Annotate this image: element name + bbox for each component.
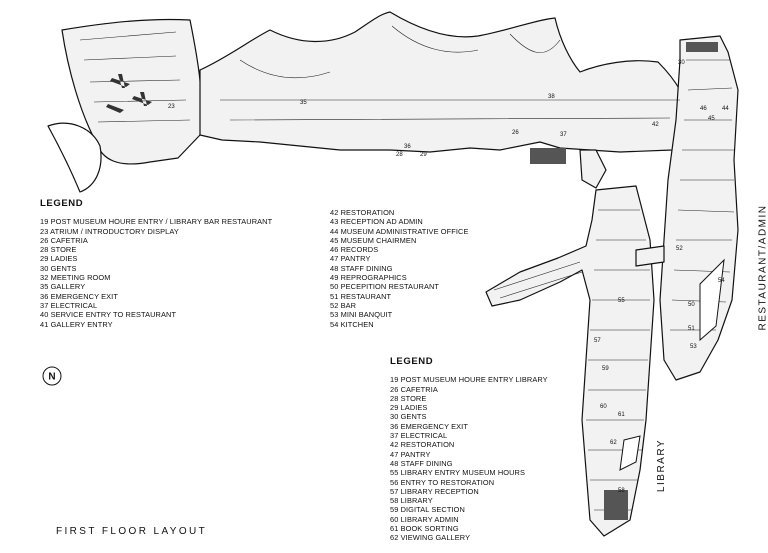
legend-item: 51 RESTAURANT	[330, 291, 392, 301]
room-label: 59	[602, 366, 609, 372]
room-label: 58	[618, 488, 625, 494]
legend-item: 42 RESTORATION	[390, 440, 455, 450]
room-label: 26	[512, 130, 519, 136]
legend-item: 23 ATRIUM / INTRODUCTORY DISPLAY	[40, 226, 179, 236]
legend-item: 62 VIEWING GALLERY	[390, 533, 471, 543]
room-label: 23	[168, 104, 175, 110]
legend-item: 40 SERVICE ENTRY TO RESTAURANT	[40, 310, 177, 320]
legend-item: 36 EMERGENCY EXIT	[40, 291, 118, 301]
room-label: 55	[618, 298, 625, 304]
room-label: 30	[678, 60, 685, 66]
restaurant-admin-label: RESTAURANT/ADMIN	[757, 204, 768, 331]
room-label: 61	[618, 412, 625, 418]
legend-item: 56 ENTRY TO RESTORATION	[390, 477, 495, 487]
entrance-drum	[47, 122, 102, 193]
legend-item: 59 DIGITAL SECTION	[390, 505, 465, 515]
legend-item: 19 POST MUSEUM HOURE ENTRY / LIBRARY BAR…	[40, 217, 273, 227]
legend-item: 58 LIBRARY	[390, 496, 433, 506]
north-label: N	[48, 372, 55, 383]
legend-item: 29 LADIES	[390, 403, 428, 413]
room-label: 42	[652, 122, 659, 128]
room-label: 51	[688, 326, 695, 332]
room-label: 37	[560, 132, 567, 138]
library-wing	[485, 185, 655, 537]
legend-item: 28 STORE	[390, 393, 427, 403]
legend-item: 32 MEETING ROOM	[40, 273, 111, 283]
legend-item: 53 MINI BANQUIT	[330, 310, 393, 320]
drawing-title: FIRST FLOOR LAYOUT	[56, 526, 208, 537]
legend-item: 57 LIBRARY RECEPTION	[390, 486, 479, 496]
room-label: 53	[690, 344, 697, 350]
link-bridge	[579, 149, 607, 189]
legend-item: 37 ELECTRICAL	[40, 300, 98, 310]
room-label: 50	[688, 302, 695, 308]
legend-item: 37 ELECTRICAL	[390, 431, 448, 441]
legend-item: 48 STAFF DINING	[330, 263, 393, 273]
legend-item: 26 CAFETRIA	[40, 235, 88, 245]
room-label: 57	[594, 338, 601, 344]
room-label: 52	[676, 246, 683, 252]
room-label: 38	[548, 94, 555, 100]
legend-item: 61 BOOK SORTING	[390, 524, 459, 534]
room-label: 44	[722, 106, 729, 112]
legend-item: 49 REPROGRAPHICS	[330, 273, 407, 283]
room-label: 29	[420, 152, 427, 158]
room-label: 35	[300, 100, 307, 106]
legend-item: 60 LIBRARY ADMIN	[390, 514, 459, 524]
library-link	[635, 245, 665, 267]
room-label: 28	[396, 152, 403, 158]
north-arrow-icon: N	[42, 366, 62, 386]
gallery-wing	[199, 11, 691, 153]
legend-item: 44 MUSEUM ADMINISTRATIVE OFFICE	[330, 226, 469, 236]
legend-heading: LEGEND	[390, 356, 434, 367]
room-label: 54	[718, 278, 725, 284]
legend-list: 19 POST MUSEUM HOURE ENTRY / LIBRARY BAR…	[40, 217, 272, 329]
legend-item: 41 GALLERY ENTRY	[40, 319, 113, 329]
legend-item: 55 LIBRARY ENTRY MUSEUM HOURS	[390, 468, 526, 478]
legend-item: 47 PANTRY	[330, 254, 371, 264]
legend-item: 19 POST MUSEUM HOURE ENTRY LIBRARY	[390, 375, 548, 385]
legend-item: 26 CAFETRIA	[390, 384, 438, 394]
legend-item: 30 GENTS	[40, 263, 77, 273]
legend-item: 30 GENTS	[390, 412, 427, 422]
legend-item: 45 MUSEUM CHAIRMEN	[330, 235, 417, 245]
library-label: LIBRARY	[656, 438, 668, 493]
legend-item: 35 GALLERY	[40, 282, 86, 292]
room-label: 36	[404, 144, 411, 150]
legend-item: 47 PANTRY	[390, 449, 431, 459]
legend-item: 29 LADIES	[40, 254, 78, 264]
legend-right: LEGEND 19 POST MUSEUM HOURE ENTRY LIBRAR…	[390, 357, 548, 543]
room-label: 62	[610, 440, 617, 446]
legend-item: 48 STAFF DINING	[390, 458, 453, 468]
legend-item: 36 EMERGENCY EXIT	[390, 421, 468, 431]
room-label: 46	[700, 106, 707, 112]
legend-left: LEGEND 19 POST MUSEUM HOURE ENTRY / LIBR…	[40, 199, 272, 329]
legend-list: 19 POST MUSEUM HOURE ENTRY LIBRARY 26 CA…	[390, 375, 548, 542]
legend-item: 52 BAR	[330, 300, 357, 310]
legend-item: 43 RECEPTION AD ADMIN	[330, 217, 423, 227]
legend-list: 42 RESTORATION 43 RECEPTION AD ADMIN 44 …	[330, 208, 468, 329]
legend-left-column-2: 42 RESTORATION 43 RECEPTION AD ADMIN 44 …	[330, 208, 468, 329]
legend-item: 42 RESTORATION	[330, 208, 395, 217]
room-label: 60	[600, 404, 607, 410]
legend-item: 50 PECEPITION RESTAURANT	[330, 282, 440, 292]
room-label: 45	[708, 116, 715, 122]
legend-heading: LEGEND	[40, 198, 84, 209]
legend-item: 28 STORE	[40, 245, 77, 255]
legend-item: 54 KITCHEN	[330, 319, 374, 329]
legend-item: 46 RECORDS	[330, 245, 379, 255]
